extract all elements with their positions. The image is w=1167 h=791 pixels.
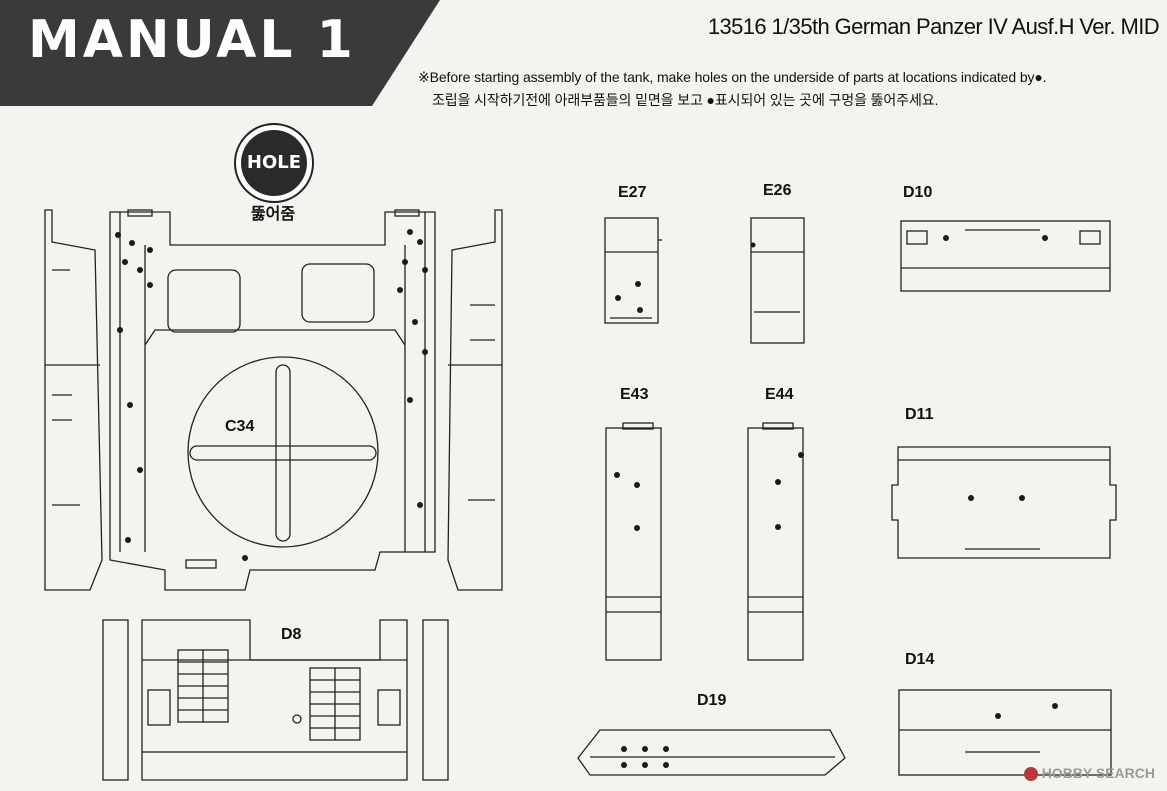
watermark: HOBBY SEARCH (1023, 764, 1155, 781)
instruction-note-ko: 조립을 시작하기전에 아래부품들의 밑면을 보고 ●표시되어 있는 곳에 구멍을… (432, 92, 939, 108)
hole-legend-label: HOLE (246, 152, 302, 173)
watermark-text: HOBBY SEARCH (1041, 764, 1155, 781)
part-label-d11: D11 (905, 406, 934, 423)
part-d8 (102, 619, 449, 781)
part-e26 (750, 217, 805, 344)
hull-hole-dots (115, 229, 428, 561)
banner-background (0, 0, 440, 106)
instruction-note-en: ※Before starting assembly of the tank, m… (418, 69, 1047, 85)
part-label-e44: E44 (765, 386, 794, 403)
header-banner: MANUAL 1 13516 1/35th German Panzer IV A… (0, 0, 1167, 108)
part-label-d19: D19 (697, 692, 727, 709)
part-label-e27: E27 (618, 184, 647, 201)
kit-title: 13516 1/35th German Panzer IV Ausf.H Ver… (707, 14, 1160, 39)
hole-legend-label-ko: 뚫어줌 (250, 204, 296, 223)
part-label-d8: D8 (281, 626, 302, 643)
part-d14 (898, 689, 1112, 776)
hole-legend-icon (234, 123, 314, 203)
part-e27 (604, 217, 662, 324)
watermark-logo-icon (1023, 767, 1038, 781)
left-side-plate (44, 209, 103, 591)
part-d19 (577, 729, 846, 776)
part-c34-hull (109, 209, 436, 591)
part-d10 (900, 220, 1111, 292)
part-label-e26: E26 (763, 182, 792, 199)
part-label-d14: D14 (905, 651, 935, 668)
part-label-e43: E43 (620, 386, 649, 403)
part-e44 (747, 422, 804, 661)
part-label-c34: C34 (225, 418, 255, 435)
manual-title: MANUAL 1 (28, 10, 356, 70)
part-e43 (605, 422, 662, 661)
part-d11 (891, 446, 1117, 559)
part-label-d10: D10 (903, 184, 933, 201)
right-side-plate (447, 209, 503, 591)
